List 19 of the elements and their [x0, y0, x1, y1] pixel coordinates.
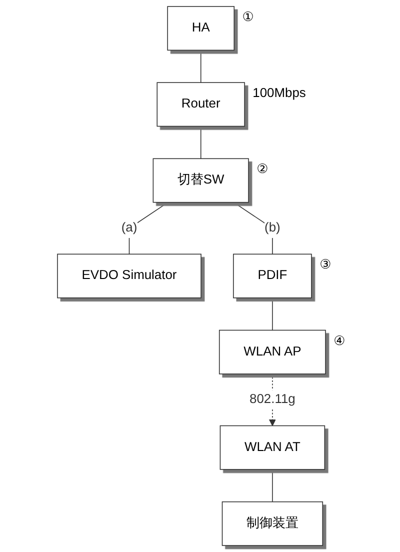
device-box: HA	[167, 6, 235, 51]
node-note: ①	[242, 9, 254, 24]
device-box: EVDO Simulator	[57, 254, 202, 298]
connector-line	[200, 50, 202, 83]
connector-line	[129, 202, 169, 255]
node-note: 100Mbps	[252, 85, 306, 100]
connector-line	[233, 202, 274, 255]
connector-line	[200, 126, 202, 160]
node-note: ③	[320, 256, 332, 272]
device-box: WLAN AT	[220, 425, 326, 470]
device-box: WLAN AP	[219, 330, 326, 374]
device-box: PDIF	[233, 254, 312, 298]
node-note: ④	[334, 332, 346, 348]
connector-line	[272, 469, 274, 502]
node-note: ②	[256, 161, 268, 176]
device-box: Router	[157, 82, 246, 127]
device-box: 切替SW	[153, 158, 250, 203]
device-box: 制御装置	[222, 501, 324, 546]
connector-line	[272, 297, 274, 331]
